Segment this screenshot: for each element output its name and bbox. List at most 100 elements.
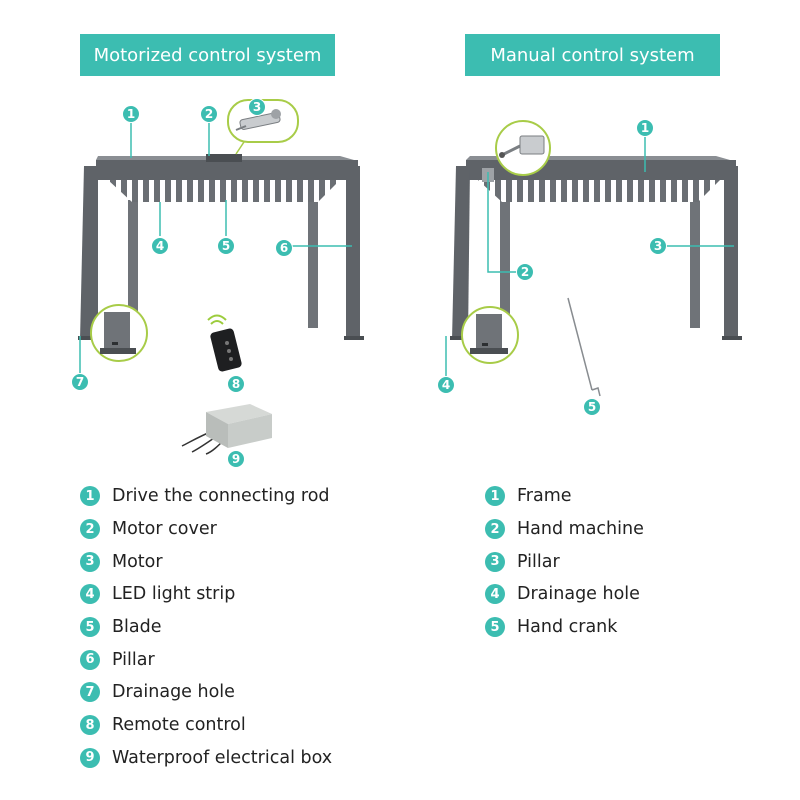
motor-callout bbox=[227, 99, 299, 155]
remote-control-icon bbox=[207, 314, 242, 372]
marker-number: 8 bbox=[232, 377, 240, 391]
legend-label: Remote control bbox=[112, 715, 246, 736]
hand-machine-icon bbox=[499, 135, 545, 158]
legend-label: Pillar bbox=[517, 551, 560, 572]
front-pillar-right bbox=[346, 166, 360, 338]
back-pillar-left bbox=[128, 200, 138, 328]
marker-number: 7 bbox=[76, 375, 84, 389]
marker-number: 1 bbox=[127, 107, 135, 121]
marker-circle bbox=[227, 450, 245, 468]
legend-item: 9 Waterproof electrical box bbox=[80, 742, 332, 775]
marker-circle bbox=[200, 105, 218, 123]
legend-label: LED light strip bbox=[112, 584, 236, 605]
legend-item: 4 Drainage hole bbox=[485, 578, 644, 611]
back-pillar-right bbox=[690, 200, 700, 328]
marker-circle bbox=[437, 376, 455, 394]
legend-item: 8 Remote control bbox=[80, 709, 332, 742]
legend-number-badge: 6 bbox=[80, 649, 100, 670]
legend-item: 1 Frame bbox=[485, 480, 644, 513]
marker-number: 2 bbox=[205, 107, 213, 121]
manual-title: Manual control system bbox=[465, 34, 720, 76]
marker-circle bbox=[583, 398, 601, 416]
marker-circle bbox=[516, 263, 534, 281]
legend-label: Motor bbox=[112, 551, 163, 572]
legend-number-badge: 3 bbox=[485, 551, 505, 572]
legend-number-badge: 3 bbox=[80, 551, 100, 572]
legend-number-badge: 8 bbox=[80, 715, 100, 736]
legend-number-badge: 4 bbox=[485, 584, 505, 605]
marker-number: 4 bbox=[156, 239, 164, 253]
electrical-box-icon bbox=[181, 404, 272, 455]
legend-label: Waterproof electrical box bbox=[112, 747, 333, 768]
marker-circle bbox=[649, 237, 667, 255]
motor-icon bbox=[235, 109, 281, 131]
legend-item: 3 Motor bbox=[80, 545, 332, 578]
marker-number: 2 bbox=[521, 265, 529, 279]
marker-number: 5 bbox=[588, 400, 596, 414]
legend-item: 5 Hand crank bbox=[485, 611, 644, 644]
signal-icon bbox=[207, 314, 227, 325]
motor-cover bbox=[206, 154, 242, 162]
legend-label: Blade bbox=[112, 617, 162, 638]
motorized-title: Motorized control system bbox=[80, 34, 335, 76]
hand-machine-callout bbox=[495, 120, 551, 176]
legend-number-badge: 1 bbox=[485, 486, 505, 507]
marker-circle bbox=[71, 373, 89, 391]
louver-blades bbox=[108, 180, 340, 202]
front-pillar-right bbox=[724, 166, 738, 338]
hand-crank-icon bbox=[567, 297, 601, 397]
roof-frame bbox=[96, 160, 358, 180]
marker-circle bbox=[248, 98, 266, 116]
manual-legend: 1 Frame 2 Hand machine 3 Pillar 4 Drainage hole… bbox=[485, 480, 644, 643]
legend-item: 1 Drive the connecting rod bbox=[80, 480, 332, 513]
legend-item: 3 Pillar bbox=[485, 545, 644, 578]
front-pillar-left bbox=[452, 166, 470, 340]
marker-number: 1 bbox=[641, 121, 649, 135]
legend-label: Drainage hole bbox=[112, 682, 235, 703]
legend-item: 6 Pillar bbox=[80, 643, 332, 676]
legend-label: Hand crank bbox=[517, 617, 618, 638]
marker-circle bbox=[227, 375, 245, 393]
legend-item: 4 LED light strip bbox=[80, 578, 332, 611]
front-pillar-left bbox=[80, 166, 98, 340]
legend-number-badge: 7 bbox=[80, 682, 100, 703]
legend-number-badge: 2 bbox=[485, 519, 505, 540]
legend-number-badge: 1 bbox=[80, 486, 100, 507]
back-pillar-right bbox=[308, 200, 318, 328]
back-pillar-left bbox=[500, 200, 510, 328]
marker-number: 6 bbox=[280, 241, 288, 255]
marker-number: 4 bbox=[442, 378, 450, 392]
legend-label: Frame bbox=[517, 486, 572, 507]
legend-number-badge: 4 bbox=[80, 584, 100, 605]
marker-number: 3 bbox=[253, 100, 261, 114]
drainage-callout-motorized bbox=[90, 304, 148, 362]
marker-number: 9 bbox=[232, 452, 240, 466]
marker-circle bbox=[122, 105, 140, 123]
marker-circle bbox=[636, 119, 654, 137]
marker-number: 5 bbox=[222, 239, 230, 253]
legend-item: 7 Drainage hole bbox=[80, 676, 332, 709]
leader-lines bbox=[79, 122, 734, 376]
legend-label: Pillar bbox=[112, 649, 155, 670]
legend-number-badge: 9 bbox=[80, 747, 100, 768]
legend-label: Drive the connecting rod bbox=[112, 486, 330, 507]
legend-number-badge: 5 bbox=[80, 617, 100, 638]
legend-item: 2 Motor cover bbox=[80, 513, 332, 546]
legend-item: 2 Hand machine bbox=[485, 513, 644, 546]
drainage-callout-manual bbox=[461, 306, 519, 364]
number-markers: 1 2 3 4 5 6 7 8 9 1 2 3 4 5 bbox=[71, 98, 667, 468]
legend-number-badge: 5 bbox=[485, 617, 505, 638]
marker-circle bbox=[217, 237, 235, 255]
legend-label: Hand machine bbox=[517, 519, 644, 540]
marker-circle bbox=[151, 237, 169, 255]
pergola-motorized bbox=[78, 154, 364, 340]
legend-label: Drainage hole bbox=[517, 584, 640, 605]
marker-circle bbox=[275, 239, 293, 257]
legend-label: Motor cover bbox=[112, 519, 217, 540]
legend-number-badge: 2 bbox=[80, 519, 100, 540]
motorized-legend: 1 Drive the connecting rod 2 Motor cover 3 Mo… bbox=[80, 480, 332, 774]
diagram-canvas: 1 2 3 4 5 6 7 8 9 1 2 3 4 5 bbox=[71, 98, 742, 468]
louver-blades bbox=[478, 180, 720, 202]
marker-number: 3 bbox=[654, 239, 662, 253]
legend-item: 5 Blade bbox=[80, 611, 332, 644]
